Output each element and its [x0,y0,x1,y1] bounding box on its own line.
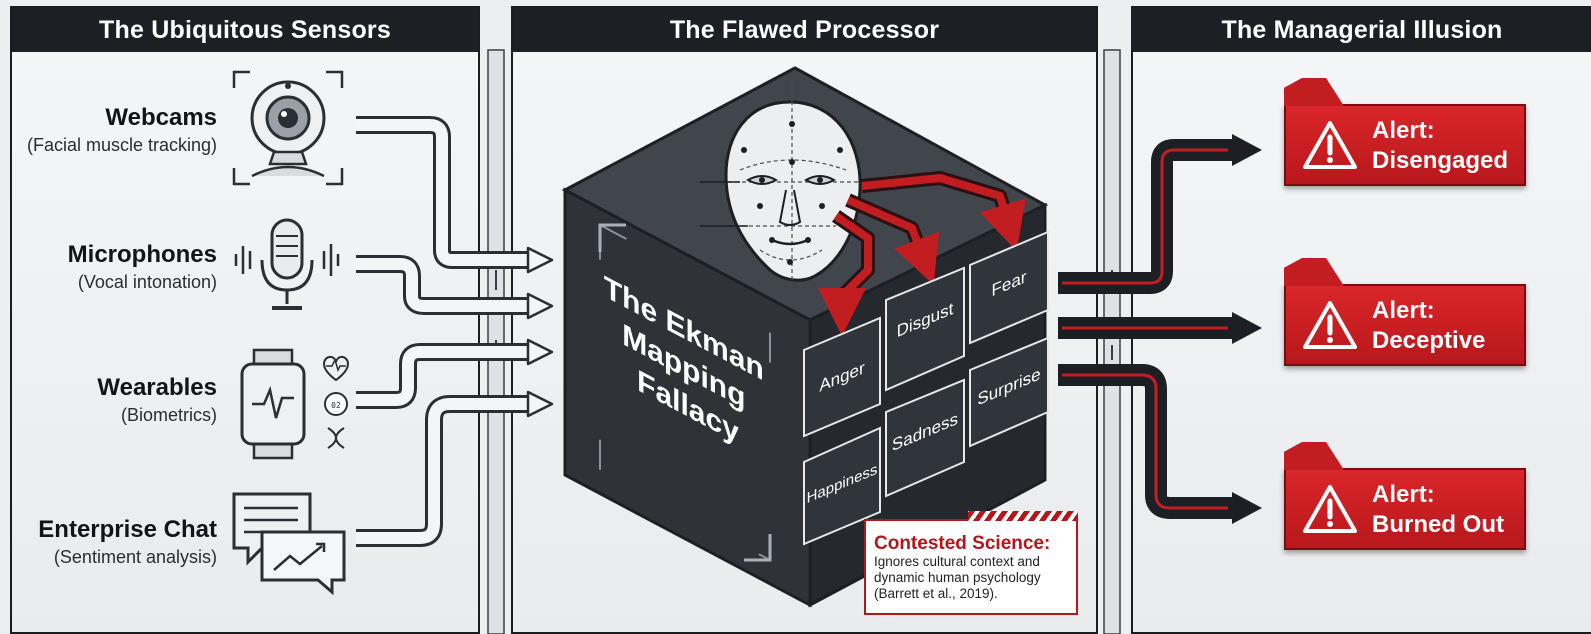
webcam-icon [232,70,344,186]
sensor-name: Wearables [97,374,217,401]
output-arrow-disengaged [1058,134,1262,294]
input-arrow-enterprise-chat [356,390,554,547]
callout-body-line: dynamic human psychology [874,570,1041,585]
svg-text:02: 02 [331,401,341,410]
face-mapping-icon [700,80,862,282]
callout-title: Contested Science: [874,533,1051,554]
sensor-description: (Vocal intonation) [77,272,217,292]
sensor-enterprise-chat: Enterprise Chat (Sentiment analysis) [38,515,217,569]
sensor-wearables: Wearables (Biometrics) [97,373,217,427]
processor-panel-title: The Flawed Processor [513,8,1096,52]
contested-science-callout: Contested Science: Ignores cultural cont… [864,511,1078,615]
chat-icon [232,492,346,596]
emotion-tiles [803,230,1049,546]
output-arrow-deceptive [1058,312,1262,344]
sensor-name: Webcams [105,104,217,131]
smartwatch-icon: 02 [240,348,350,460]
alert-value: Deceptive [1372,327,1486,354]
illusion-panel-title: The Managerial Illusion [1133,8,1591,52]
emotion-tile-surprise [969,336,1049,448]
emotion-tile-disgust [885,266,965,392]
sensor-description: (Facial muscle tracking) [26,135,217,155]
output-arrow-burned-out [1058,364,1262,524]
sensor-name: Enterprise Chat [38,516,217,543]
output-arrows [1058,134,1262,524]
mapping-arrows [818,171,1026,336]
warning-icon [1303,301,1357,349]
emotion-tile-fear [969,230,1049,345]
input-arrow-wearables [356,338,554,409]
callout-stripes [968,511,1078,521]
alert-disengaged: Alert: Disengaged [1284,78,1526,186]
alert-label: Alert: [1372,297,1435,324]
alert-burned-out: Alert: Burned Out [1284,442,1526,550]
divider-track-left [487,49,505,634]
callout-body-line: (Barrett et al., 2019). [874,586,998,601]
emotion-tile-happiness [803,426,881,546]
emotion-tile-sadness [885,378,965,498]
alert-label: Alert: [1372,481,1435,508]
emotion-tile-anger [803,316,881,438]
sensor-description: (Sentiment analysis) [53,547,217,567]
warning-icon [1303,121,1357,169]
alert-value: Burned Out [1372,511,1504,538]
alert-deceptive: Alert: Deceptive [1284,258,1526,366]
sensors-panel-title: The Ubiquitous Sensors [12,8,478,52]
sensor-name: Microphones [67,241,217,268]
sensor-microphones: Microphones (Vocal intonation) [68,240,217,294]
sensor-description: (Biometrics) [120,405,217,425]
divider-track-right [1103,49,1121,634]
warning-icon [1303,485,1357,533]
alert-label: Alert: [1372,117,1435,144]
input-arrow-microphones [356,255,554,320]
input-arrow-webcams [356,116,554,274]
microphone-icon [234,218,340,310]
alert-value: Disengaged [1372,147,1509,174]
sensor-webcams: Webcams (Facial muscle tracking) [27,103,217,157]
callout-body-line: Ignores cultural context and [874,554,1040,569]
input-arrows [356,116,554,547]
